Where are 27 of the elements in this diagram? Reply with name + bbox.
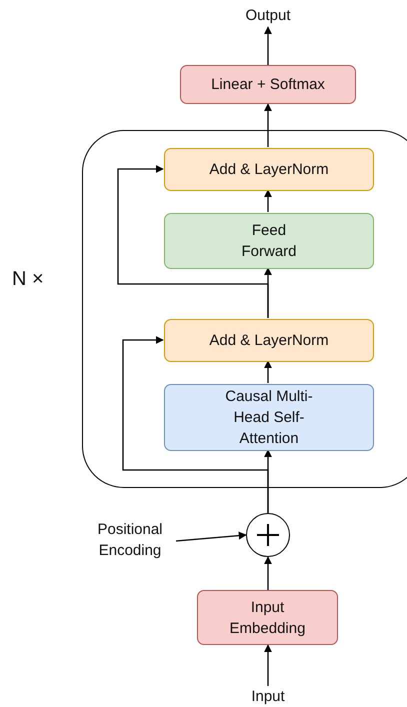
process-box (164, 148, 374, 191)
arrow (264, 644, 272, 686)
node-text: Input (251, 686, 285, 706)
arrow (122, 336, 269, 513)
repeat-count-label: N × (12, 268, 44, 291)
arrow (264, 189, 272, 212)
process-box (197, 590, 338, 645)
process-box (164, 319, 374, 362)
arrow (117, 165, 269, 318)
node-text: Causal Multi-Head Self-Attention (224, 387, 314, 449)
repeat-block (82, 130, 407, 488)
node-text: Output (245, 6, 291, 26)
node-text: Feed Forward (240, 221, 298, 262)
process-box (180, 65, 356, 104)
arrow (264, 556, 272, 590)
node-text: Input Embedding (228, 598, 306, 638)
arrow (264, 26, 272, 65)
node-text: Add & LayerNorm (209, 160, 329, 180)
process-box (164, 384, 374, 451)
arrow (176, 532, 247, 542)
arrow (264, 103, 272, 147)
node-text: Add & LayerNorm (209, 331, 329, 351)
node-text: Positional Encoding (96, 520, 164, 561)
process-box (164, 213, 374, 269)
node-text: Linear + Softmax (211, 75, 325, 95)
arrow (264, 360, 272, 383)
adder-circle (246, 513, 290, 557)
